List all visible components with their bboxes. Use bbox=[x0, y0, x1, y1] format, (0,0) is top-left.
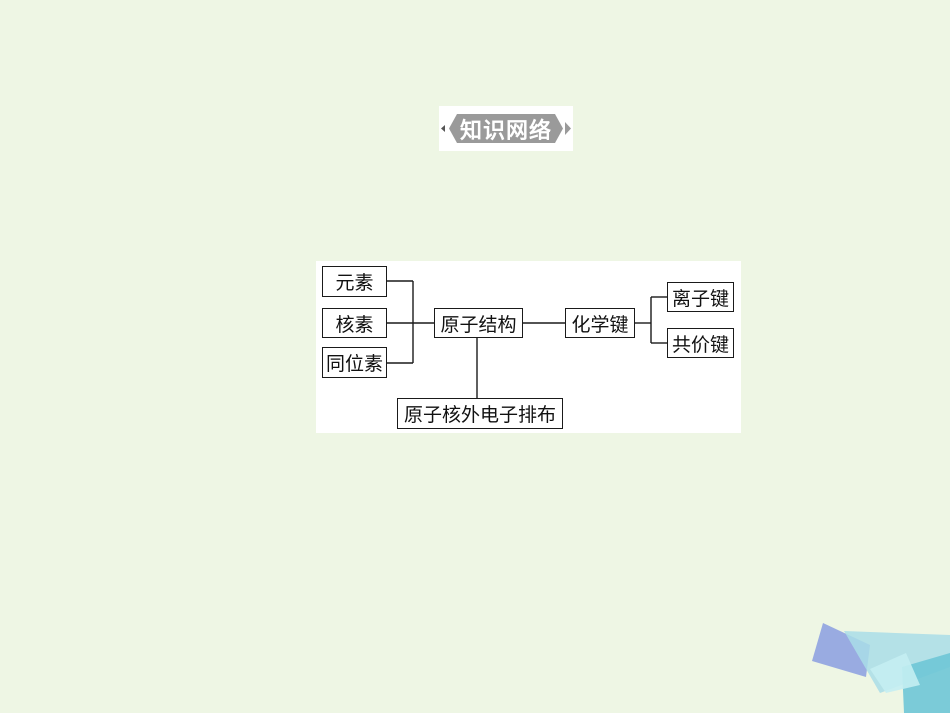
node-atomic-structure: 原子结构 bbox=[434, 308, 523, 338]
diagram-connectors bbox=[387, 280, 667, 398]
banner-shape bbox=[441, 114, 571, 143]
deco-shard-teal bbox=[902, 653, 950, 713]
concept-diagram: 元素 核素 同位素 原子结构 化学键 离子键 共价键 原子核外电子排布 bbox=[316, 261, 741, 433]
node-covalent-bond: 共价键 bbox=[667, 328, 734, 358]
node-isotope: 同位素 bbox=[322, 347, 387, 378]
node-nuclide: 核素 bbox=[322, 308, 387, 338]
node-element: 元素 bbox=[322, 266, 387, 297]
page-title: 知识网络 bbox=[459, 118, 552, 144]
node-ionic-bond: 离子键 bbox=[667, 282, 734, 312]
node-chemical-bond: 化学键 bbox=[565, 308, 635, 338]
corner-decoration bbox=[812, 623, 950, 713]
node-electron-configuration: 原子核外电子排布 bbox=[397, 398, 563, 429]
deco-shard-pale bbox=[870, 653, 920, 693]
title-banner: 知识网络 bbox=[439, 106, 573, 151]
deco-shard-blue bbox=[812, 623, 870, 677]
